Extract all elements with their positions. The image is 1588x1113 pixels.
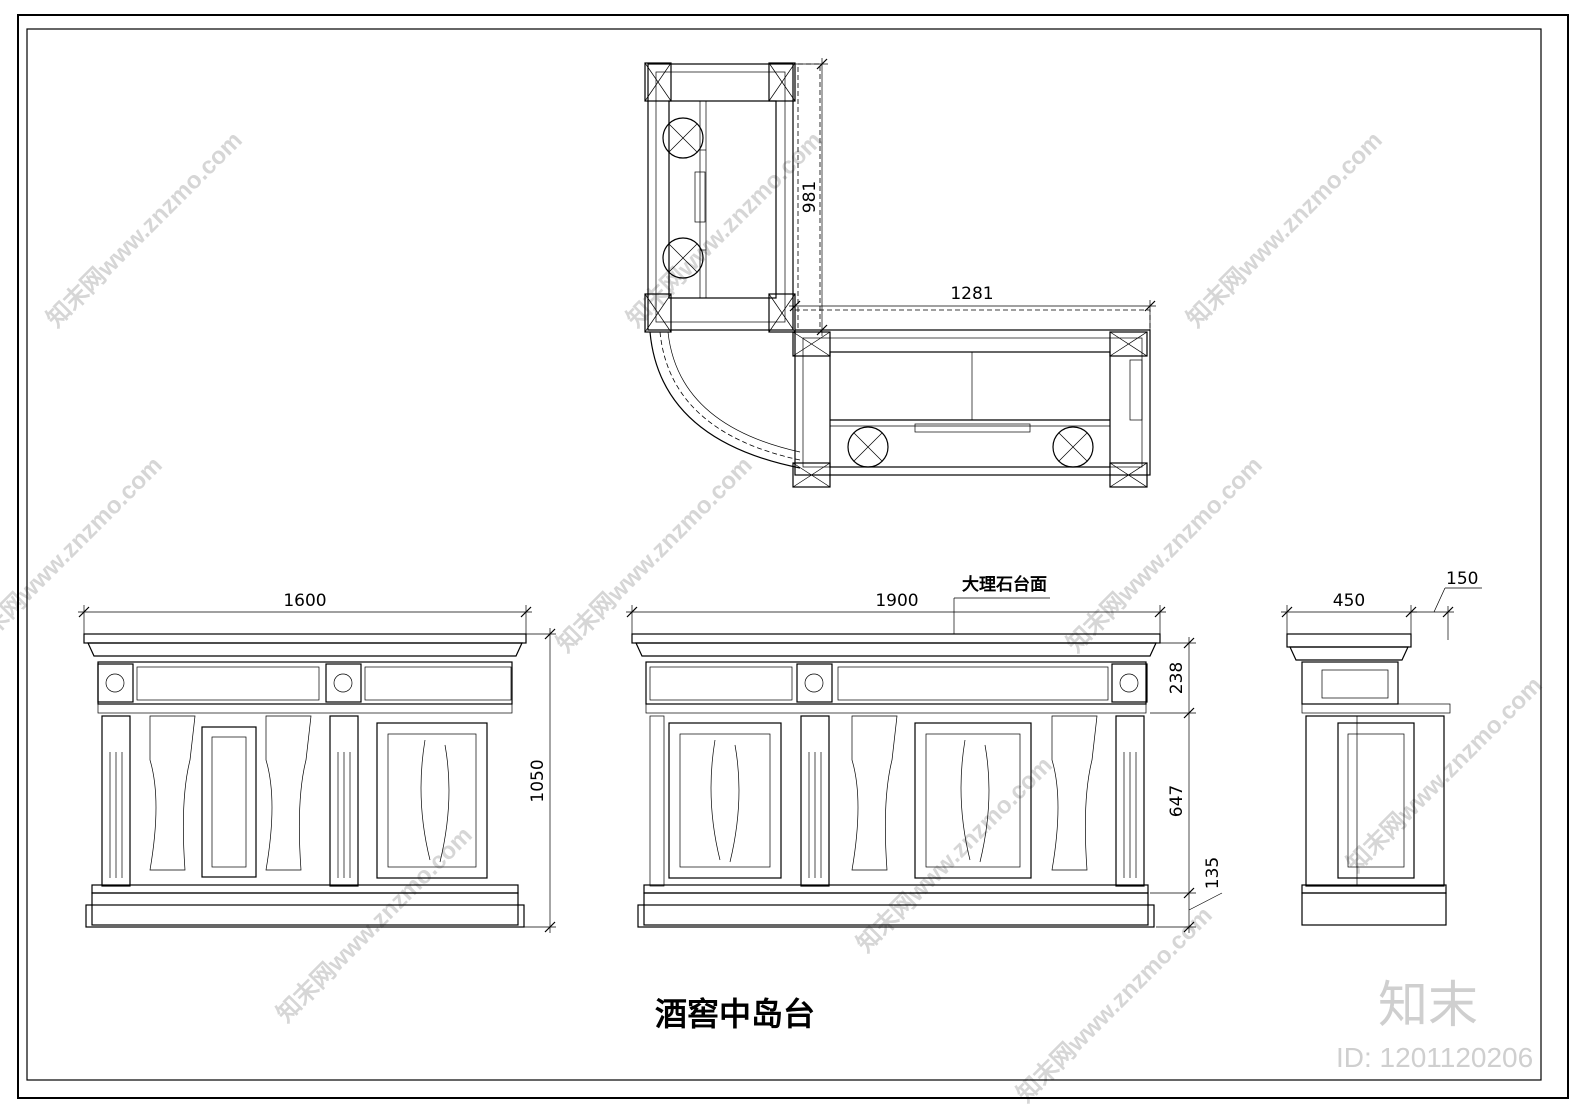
dim-label-1600: 1600 bbox=[283, 591, 326, 611]
dimension-1900: 1900 bbox=[626, 591, 1166, 634]
dimension-150: 150 bbox=[1411, 569, 1482, 640]
carved-frieze bbox=[136, 666, 512, 701]
watermark-text: 知末网www.znzmo.com bbox=[1182, 127, 1388, 333]
column bbox=[649, 715, 1145, 887]
side-elevation: 450 150 bbox=[1281, 569, 1482, 926]
dim-label-1900: 1900 bbox=[875, 591, 918, 611]
watermark-text: 知末网www.znzmo.com bbox=[1012, 902, 1218, 1108]
marble-top-callout: 大理石台面 bbox=[953, 574, 1050, 634]
dimension-1050: 1050 bbox=[524, 628, 556, 933]
carved-frieze bbox=[649, 666, 1109, 701]
cabinet-door bbox=[201, 722, 488, 879]
corner-post bbox=[644, 62, 796, 333]
wine-rack-symbol bbox=[847, 426, 1094, 468]
dimension-stack-right: 238 647 135 bbox=[1150, 637, 1223, 933]
dim-label-150: 150 bbox=[1446, 569, 1478, 589]
dim-label-981: 981 bbox=[800, 181, 820, 213]
wine-rack-symbol bbox=[662, 117, 704, 279]
watermark-brand: 知末 bbox=[1378, 977, 1478, 1033]
marble-top-label: 大理石台面 bbox=[962, 574, 1047, 595]
watermark-id: ID: 1201120206 bbox=[1336, 1042, 1533, 1073]
dimension-1281: 1281 bbox=[789, 284, 1156, 330]
dim-label-1050: 1050 bbox=[528, 759, 548, 802]
carved-corbel bbox=[149, 715, 312, 871]
drawing-title: 酒窖中岛台 bbox=[655, 995, 815, 1033]
column bbox=[101, 715, 359, 887]
cabinet-door bbox=[668, 722, 1032, 879]
dimension-1600: 1600 bbox=[78, 591, 532, 634]
dim-label-238: 238 bbox=[1167, 662, 1187, 694]
dimension-981: 981 bbox=[795, 58, 828, 336]
rosette-block bbox=[796, 663, 1148, 703]
plan-view: 981 1281 bbox=[644, 58, 1156, 488]
watermark-text: 知末网www.znzmo.com bbox=[1062, 452, 1268, 658]
carved-corbel bbox=[851, 715, 1098, 871]
drawing-frame bbox=[17, 14, 1569, 1099]
left-elevation: 1600 1050 bbox=[78, 591, 556, 933]
dim-label-450: 450 bbox=[1333, 591, 1365, 611]
watermark-text: 知末网www.znzmo.com bbox=[42, 127, 248, 333]
dim-label-1281: 1281 bbox=[950, 284, 993, 304]
watermark-layer: 知末网www.znzmo.com 知末网www.znzmo.com 知末网www.z… bbox=[0, 127, 1548, 1108]
dim-label-135: 135 bbox=[1203, 857, 1223, 889]
dimension-450: 450 bbox=[1281, 591, 1417, 634]
watermark-text: 知末网www.znzmo.com bbox=[1342, 672, 1548, 878]
rosette-block bbox=[97, 663, 362, 703]
watermark-text: 知末网www.znzmo.com bbox=[622, 127, 828, 333]
front-elevation: 大理石台面 1900 238 647 135 bbox=[626, 574, 1223, 933]
corner-post bbox=[792, 331, 1148, 488]
watermark-text: 知末网www.znzmo.com bbox=[552, 452, 758, 658]
dim-label-647: 647 bbox=[1167, 785, 1187, 817]
